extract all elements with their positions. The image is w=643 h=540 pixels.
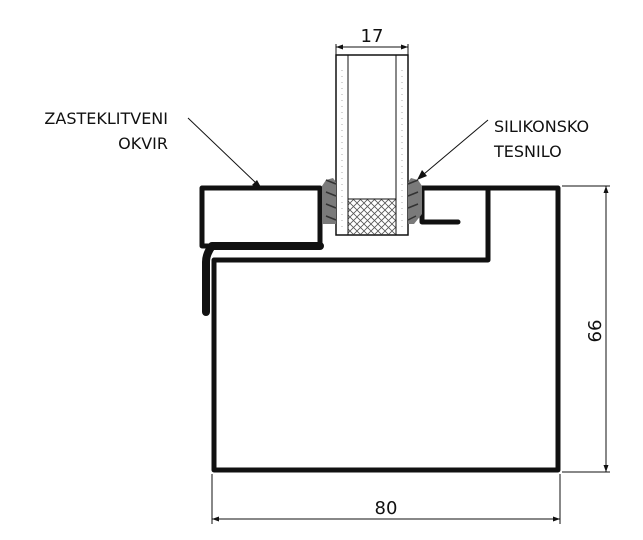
spacer-crosshatch	[347, 198, 397, 236]
label-zasteklitveni: ZASTEKLITVENI	[44, 109, 168, 128]
label-silikonsko: SILIKONSKO	[494, 117, 589, 136]
dimension-profile-width: 80	[211, 474, 561, 524]
frame-glass-lip	[419, 185, 491, 225]
silicone-seal-right	[407, 178, 422, 224]
frame-outline	[211, 185, 561, 473]
glazing-bead-profile	[199, 185, 324, 316]
dimension-glass-thickness: 17	[335, 26, 409, 56]
dimension-label-profile-height: 66	[585, 320, 606, 343]
silicone-seal-left	[322, 178, 337, 224]
leader-silicone-seal: SILIKONSKO TESNILO	[417, 117, 589, 180]
dimension-profile-height: 66	[562, 185, 610, 473]
glazing-bead-outline	[199, 185, 323, 249]
label-tesnilo: TESNILO	[493, 142, 562, 161]
dimension-label-glass-thickness: 17	[361, 26, 384, 47]
glazing-bead-hook	[202, 242, 324, 316]
leader-glazing-bead: ZASTEKLITVENI OKVIR	[44, 109, 262, 189]
label-okvir: OKVIR	[118, 134, 168, 153]
glass-unit	[335, 54, 409, 236]
dimension-label-profile-width: 80	[375, 498, 398, 519]
